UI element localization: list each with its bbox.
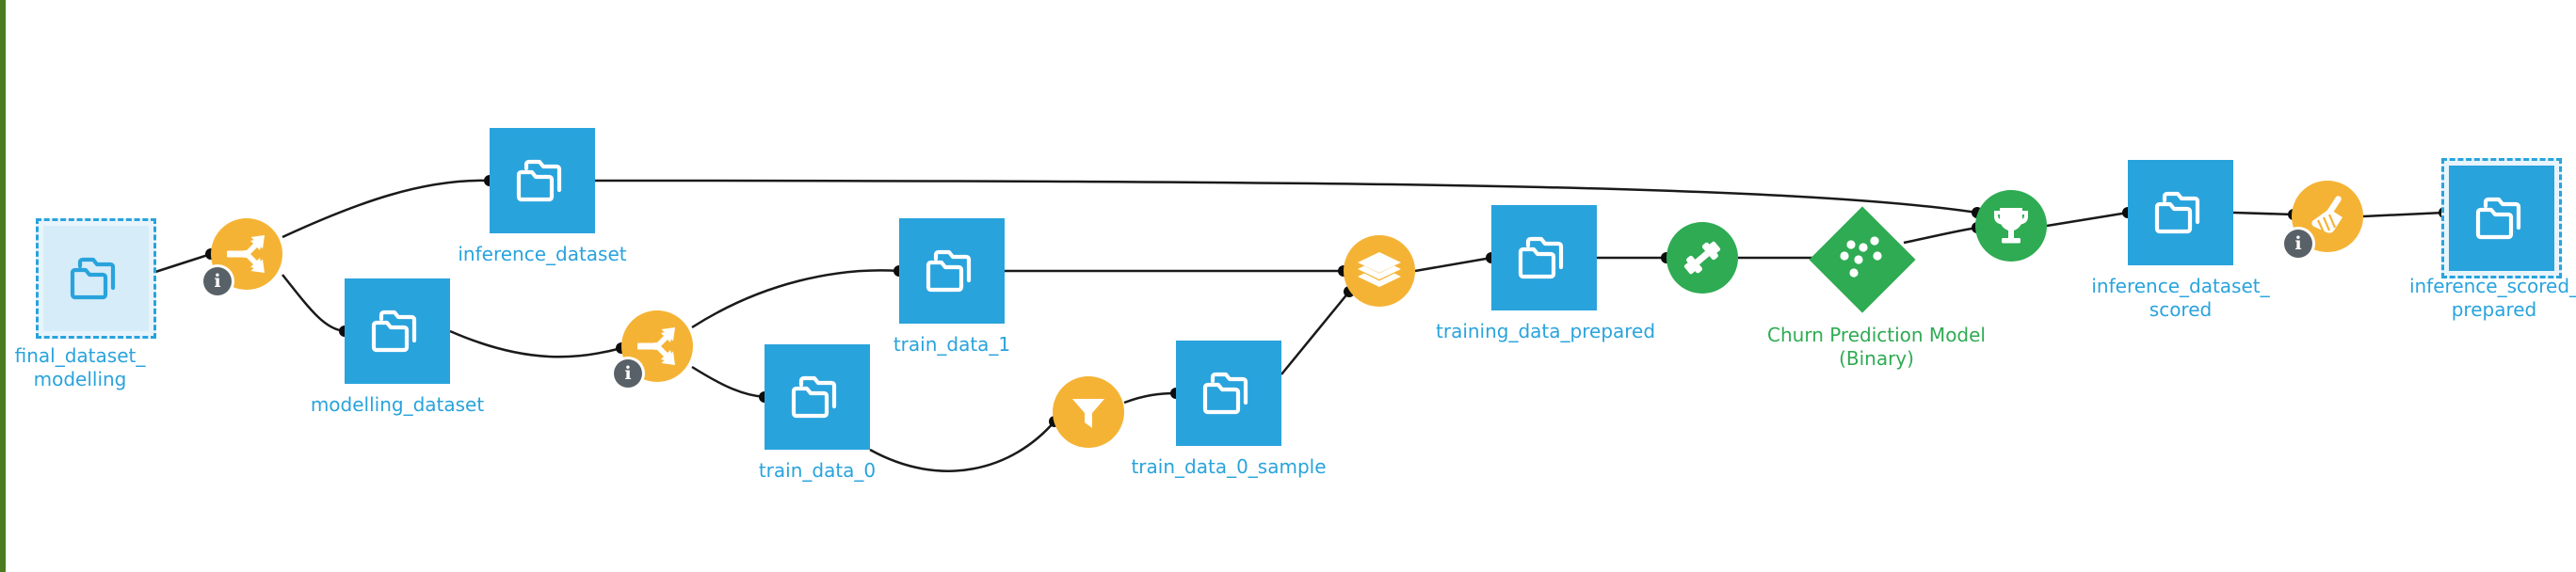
node-label-churn_prediction_model: Churn Prediction Model (Binary) <box>1767 324 1986 370</box>
filter-icon <box>1072 399 1104 428</box>
node-label-train_data_1: train_data_1 <box>893 333 1011 356</box>
flow-node-prepare_recipe[interactable]: i <box>2284 181 2363 258</box>
flow-edge[interactable] <box>1123 391 1177 405</box>
flow-edge[interactable] <box>152 252 212 275</box>
flow-node-split_1[interactable]: i <box>203 218 282 295</box>
dataset-tile[interactable] <box>2449 166 2554 271</box>
folder-dataset-icon <box>926 249 972 293</box>
node-label-inference_dataset: inference_dataset <box>458 243 627 265</box>
stack-layers-icon <box>1358 252 1401 287</box>
flow-node-stack_recipe[interactable] <box>1344 235 1415 307</box>
flow-edge[interactable] <box>691 365 765 399</box>
selection-outline <box>36 218 156 339</box>
trophy-icon <box>1994 208 2028 244</box>
flow-edge[interactable] <box>282 274 346 333</box>
folder-dataset-icon <box>2154 191 2200 234</box>
flow-node-training_data_prepared[interactable] <box>1491 205 1597 310</box>
folder-dataset-icon <box>516 159 562 202</box>
recipe-circle[interactable] <box>1975 190 2047 262</box>
flow-node-final_dataset_modelling[interactable] <box>36 218 156 339</box>
flow-node-inference_dataset[interactable] <box>490 128 595 233</box>
flow-node-split_2[interactable]: i <box>614 310 693 388</box>
flow-node-train_recipe[interactable] <box>1666 222 1738 294</box>
recipe-circle[interactable]: i <box>2284 181 2363 258</box>
flow-node-train_data_0[interactable] <box>765 344 870 450</box>
flow-edge[interactable] <box>2232 211 2294 216</box>
node-label-train_data_0: train_data_0 <box>758 459 877 482</box>
left-accent-strip <box>0 0 6 572</box>
dataset-tile[interactable] <box>765 344 870 450</box>
flow-node-churn_prediction_model[interactable] <box>1809 206 1916 313</box>
folder-dataset-icon <box>1202 372 1248 415</box>
node-label-inference_scored_prepared: inference_scored_ prepared <box>2408 275 2576 321</box>
recipe-circle[interactable]: i <box>203 218 282 295</box>
broom-icon <box>2311 196 2343 233</box>
recipe-circle[interactable] <box>1053 376 1124 448</box>
info-icon[interactable]: i <box>203 267 232 295</box>
info-icon[interactable]: i <box>2284 230 2312 258</box>
dataset-tile[interactable] <box>1176 341 1281 446</box>
flow-edge[interactable] <box>2362 211 2445 218</box>
flow-node-filter_recipe[interactable] <box>1053 376 1124 448</box>
dumbbell-icon <box>1683 241 1721 275</box>
folder-dataset-icon <box>70 257 116 300</box>
recipe-circle[interactable]: i <box>614 310 693 388</box>
flow-edge[interactable] <box>594 179 1978 214</box>
recipe-circle[interactable] <box>1666 222 1738 294</box>
model-diamond-icon <box>1840 236 1882 278</box>
node-label-training_data_prepared: training_data_prepared <box>1436 320 1656 342</box>
split-icon <box>227 235 265 273</box>
selection-outline <box>2441 158 2562 278</box>
info-icon[interactable]: i <box>614 359 642 388</box>
flow-edge[interactable] <box>282 179 491 239</box>
flow-edge[interactable] <box>691 269 900 329</box>
dataset-tile[interactable] <box>43 226 149 331</box>
folder-dataset-icon <box>791 375 837 419</box>
folder-dataset-icon <box>371 310 417 353</box>
dataset-tile[interactable] <box>899 218 1005 324</box>
flow-edge[interactable] <box>2046 211 2129 228</box>
flow-node-inference_scored_prepared[interactable] <box>2441 158 2562 278</box>
folder-dataset-icon <box>1518 236 1564 279</box>
dataset-tile[interactable] <box>1491 205 1597 310</box>
dataset-tile[interactable] <box>2128 160 2233 265</box>
folder-dataset-icon <box>2475 197 2521 240</box>
model-diamond[interactable] <box>1809 206 1916 313</box>
dataset-tile[interactable] <box>345 278 450 384</box>
model-dots-icon <box>1835 232 1890 287</box>
node-label-inference_dataset_scored: inference_dataset_ scored <box>2091 275 2270 321</box>
flow-edge[interactable] <box>1414 256 1492 273</box>
flow-node-deploy_recipe[interactable] <box>1975 190 2047 262</box>
split-icon <box>637 327 675 365</box>
flow-edge[interactable] <box>449 329 622 358</box>
recipe-circle[interactable] <box>1344 235 1415 307</box>
node-label-final_dataset_modelling: final_dataset_ modelling <box>14 344 146 390</box>
node-label-modelling_dataset: modelling_dataset <box>310 393 485 416</box>
node-label-train_data_0_sample: train_data_0_sample <box>1131 455 1327 478</box>
flow-edge[interactable] <box>1903 226 1978 245</box>
flow-node-modelling_dataset[interactable] <box>345 278 450 384</box>
flow-node-inference_dataset_scored[interactable] <box>2128 160 2233 265</box>
flow-edge[interactable] <box>1280 291 1350 375</box>
flow-node-train_data_0_sample[interactable] <box>1176 341 1281 446</box>
flow-node-train_data_1[interactable] <box>899 218 1005 324</box>
dataset-tile[interactable] <box>490 128 595 233</box>
